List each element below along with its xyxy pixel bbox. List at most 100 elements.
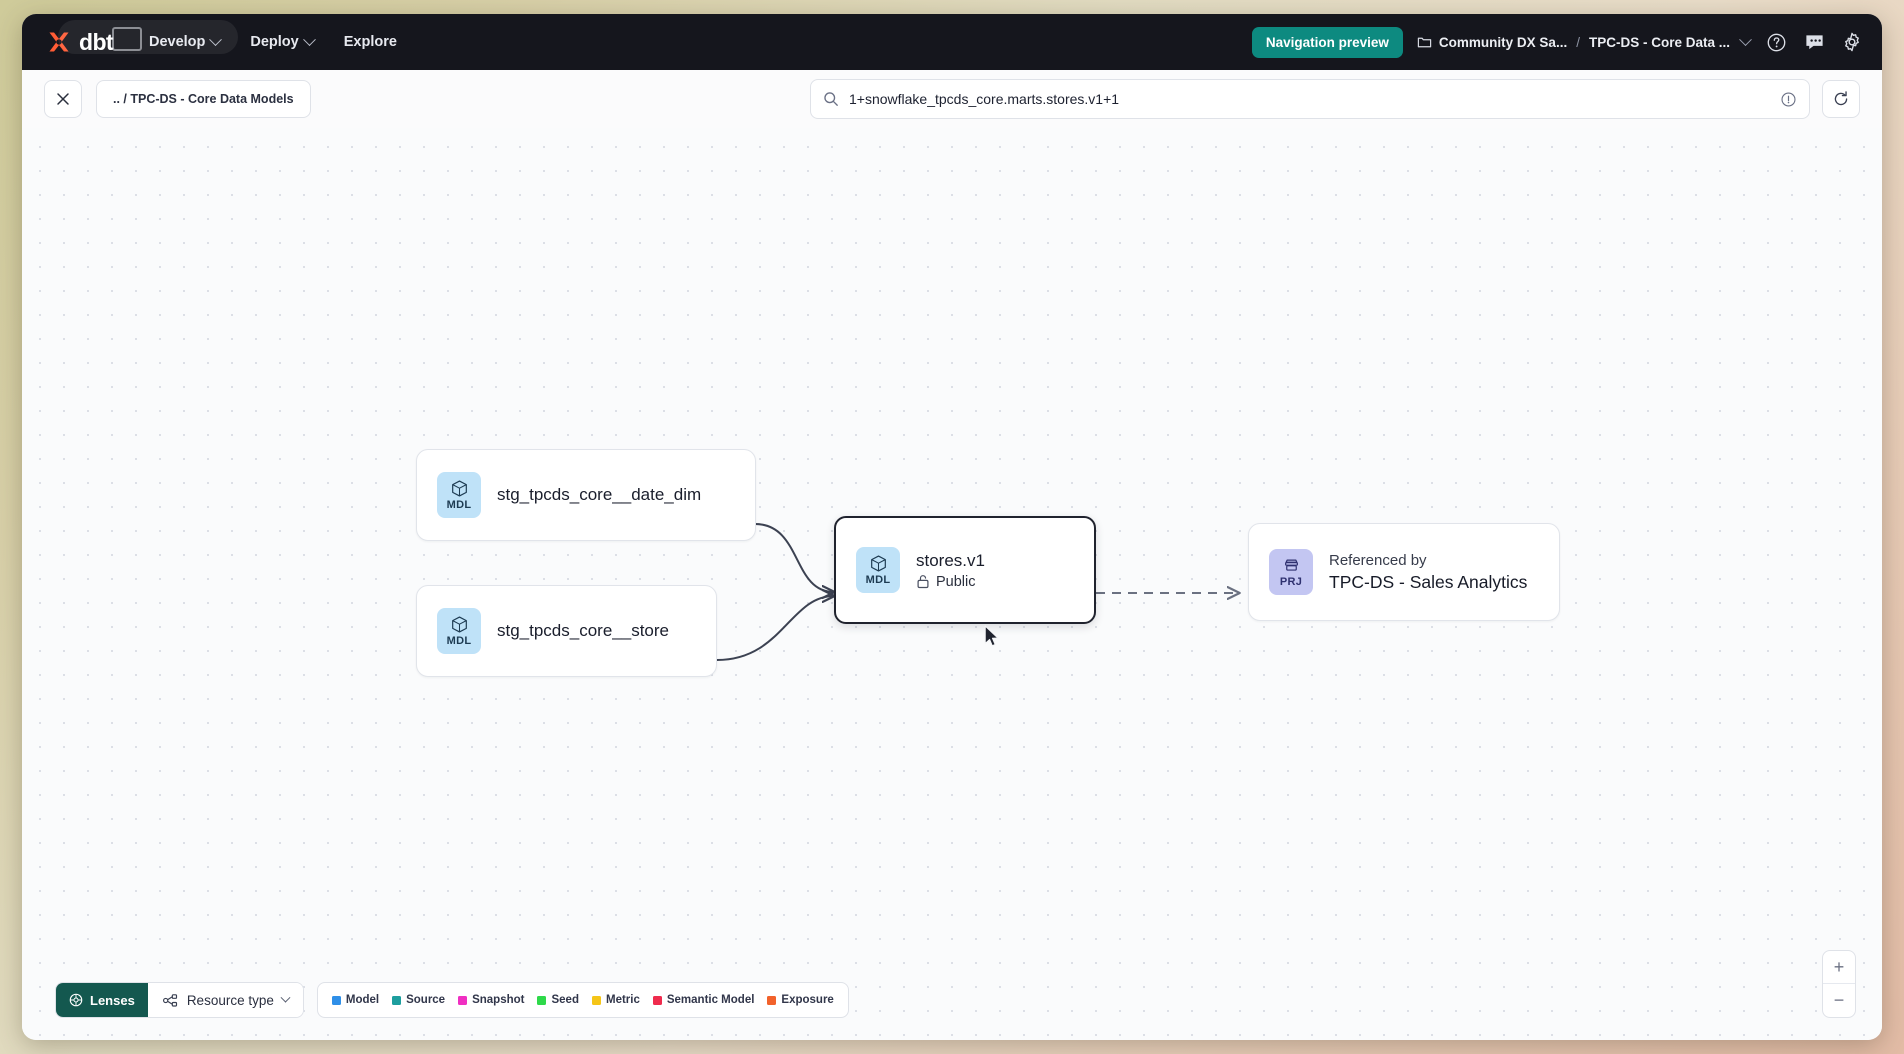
node-text-block: stores.v1 Public bbox=[916, 551, 985, 590]
legend-label: Metric bbox=[605, 994, 640, 1006]
legend-item[interactable]: Seed bbox=[537, 994, 579, 1006]
breadcrumb-account[interactable]: Community DX Sa... bbox=[1417, 35, 1567, 50]
legend-item[interactable]: Source bbox=[392, 994, 445, 1006]
legend-label: Snapshot bbox=[472, 994, 525, 1006]
node-access-label: Public bbox=[936, 573, 976, 590]
cube-icon bbox=[451, 480, 467, 497]
lineage-edges bbox=[716, 523, 1882, 661]
node-badge-label: MDL bbox=[446, 499, 472, 511]
lineage-canvas[interactable]: MDL stg_tpcds_core__date_dim MDL stg_tpc… bbox=[22, 128, 1882, 1040]
breadcrumb-chip[interactable]: .. / TPC-DS - Core Data Models bbox=[96, 80, 311, 118]
search-input-value[interactable]: 1+snowflake_tpcds_core.marts.stores.v1+1 bbox=[849, 91, 1120, 107]
unlock-icon bbox=[917, 575, 929, 589]
lineage-node-project-sales-analytics[interactable]: PRJ Referenced by TPC-DS - Sales Analyti… bbox=[1248, 523, 1560, 621]
refresh-icon bbox=[1834, 91, 1848, 106]
breadcrumb-account-label: Community DX Sa... bbox=[1438, 34, 1568, 50]
legend-label: Semantic Model bbox=[666, 994, 755, 1006]
resource-type-dropdown[interactable]: Resource type bbox=[147, 983, 303, 1017]
app-window: dbt Develop Deploy Explore Navigation pr… bbox=[22, 14, 1882, 1040]
zoom-controls: + − bbox=[1822, 950, 1856, 1018]
chevron-down-icon bbox=[209, 32, 223, 46]
lineage-toolbar: .. / TPC-DS - Core Data Models 1+snowfla… bbox=[22, 70, 1882, 128]
edge-store-to-stores bbox=[716, 596, 834, 661]
lineage-node-stg-date-dim[interactable]: MDL stg_tpcds_core__date_dim bbox=[416, 449, 756, 541]
node-badge-mdl: MDL bbox=[437, 472, 481, 518]
node-title: stg_tpcds_core__date_dim bbox=[497, 485, 702, 504]
node-text-block: Referenced by TPC-DS - Sales Analytics bbox=[1329, 552, 1527, 593]
cube-icon bbox=[451, 616, 467, 633]
dbt-x-logo-icon bbox=[49, 32, 69, 52]
node-badge-label: MDL bbox=[865, 574, 891, 586]
close-lineage-button[interactable] bbox=[44, 80, 82, 118]
node-title: stores.v1 bbox=[916, 550, 985, 570]
nav-link-explore-label: Explore bbox=[343, 34, 397, 50]
lenses-button[interactable]: Lenses bbox=[56, 983, 148, 1017]
chevron-down-icon bbox=[302, 32, 316, 46]
legend-item[interactable]: Semantic Model bbox=[652, 994, 755, 1006]
lineage-node-stores-v1[interactable]: MDL stores.v1 Public bbox=[834, 516, 1096, 624]
legend-swatch bbox=[537, 995, 547, 1005]
node-access-row: Public bbox=[916, 574, 985, 590]
breadcrumb-project-label[interactable]: TPC-DS - Core Data ... bbox=[1588, 34, 1730, 50]
breadcrumb: Community DX Sa... / TPC-DS - Core Data … bbox=[1417, 32, 1752, 50]
nodes-icon bbox=[162, 993, 177, 1007]
edge-date-dim-to-stores bbox=[754, 523, 834, 592]
legend-swatch bbox=[458, 995, 468, 1005]
legend-item[interactable]: Metric bbox=[591, 994, 640, 1006]
close-x-icon bbox=[57, 93, 69, 105]
legend-swatch bbox=[652, 995, 662, 1005]
chevron-down-icon[interactable] bbox=[1739, 32, 1752, 46]
node-title: TPC-DS - Sales Analytics bbox=[1329, 571, 1528, 592]
refresh-lineage-button[interactable] bbox=[1822, 80, 1860, 118]
legend-swatch bbox=[591, 995, 601, 1005]
brand-logo[interactable]: dbt bbox=[46, 28, 114, 56]
lenses-button-label: Lenses bbox=[90, 992, 135, 1008]
legend-label: Model bbox=[345, 994, 380, 1006]
folder-icon bbox=[1417, 37, 1432, 47]
legend-item[interactable]: Snapshot bbox=[458, 994, 524, 1006]
breadcrumb-separator: / bbox=[1576, 34, 1580, 50]
legend-swatch bbox=[331, 995, 341, 1005]
nav-link-explore[interactable]: Explore bbox=[344, 34, 397, 50]
cube-icon bbox=[870, 555, 886, 572]
legend-item[interactable]: Exposure bbox=[767, 994, 834, 1006]
node-badge-prj: PRJ bbox=[1269, 549, 1313, 595]
legend-item[interactable]: Model bbox=[331, 994, 380, 1006]
legend-swatch bbox=[767, 995, 777, 1005]
resource-type-legend: Model Source Snapshot Seed Metric Semantic Mo… bbox=[316, 982, 849, 1018]
node-badge-label: PRJ bbox=[1279, 576, 1303, 588]
help-circle-icon[interactable] bbox=[1764, 30, 1788, 54]
top-navigation-bar: dbt Develop Deploy Explore Navigation pr… bbox=[22, 14, 1882, 70]
nav-link-deploy[interactable]: Deploy bbox=[250, 32, 316, 50]
lenses-group: Lenses Resource type bbox=[55, 982, 304, 1018]
resource-type-label: Resource type bbox=[186, 992, 274, 1008]
node-kicker-label: Referenced by bbox=[1329, 551, 1427, 569]
feedback-chat-icon[interactable] bbox=[1802, 30, 1826, 54]
legend-label: Seed bbox=[551, 994, 579, 1006]
chevron-down-icon bbox=[280, 992, 291, 1003]
legend-label: Exposure bbox=[781, 994, 834, 1006]
navigation-preview-button[interactable]: Navigation preview bbox=[1251, 26, 1403, 58]
nav-right-cluster: Navigation preview Community DX Sa... / … bbox=[1251, 26, 1864, 58]
legend-label: Source bbox=[406, 994, 446, 1006]
gear-icon[interactable] bbox=[1840, 30, 1864, 54]
lens-icon bbox=[69, 993, 83, 1007]
lineage-node-stg-store[interactable]: MDL stg_tpcds_core__store bbox=[416, 585, 717, 677]
search-cluster: 1+snowflake_tpcds_core.marts.stores.v1+1 bbox=[810, 79, 1860, 119]
node-badge-mdl: MDL bbox=[437, 608, 481, 654]
nav-link-deploy-label: Deploy bbox=[250, 34, 299, 50]
node-badge-mdl: MDL bbox=[856, 547, 900, 593]
project-stack-icon bbox=[1284, 559, 1298, 571]
zoom-out-button[interactable]: − bbox=[1833, 990, 1845, 1010]
nav-link-develop-label: Develop bbox=[148, 34, 206, 50]
node-title: stg_tpcds_core__store bbox=[497, 621, 669, 640]
search-icon bbox=[824, 92, 838, 106]
brand-name: dbt bbox=[79, 28, 114, 55]
node-badge-label: MDL bbox=[446, 635, 472, 647]
zoom-in-button[interactable]: + bbox=[1823, 951, 1855, 984]
lineage-search-box[interactable]: 1+snowflake_tpcds_core.marts.stores.v1+1 bbox=[810, 79, 1810, 119]
info-circle-icon[interactable] bbox=[1780, 91, 1797, 108]
primary-nav-links: Develop Deploy Explore bbox=[148, 32, 397, 50]
nav-link-develop[interactable]: Develop bbox=[148, 32, 223, 50]
